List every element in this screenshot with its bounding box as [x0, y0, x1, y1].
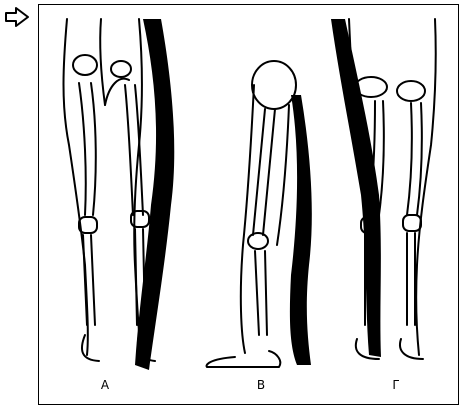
figure-label-g: Г: [392, 378, 399, 392]
figure-g-rear-view: [331, 19, 436, 359]
figure-b-side-view: [207, 61, 312, 367]
illustration-frame: А В Г: [38, 4, 459, 405]
figure-a-front-view: [64, 19, 175, 370]
legs-illustration: [39, 5, 458, 404]
arrow-right-icon: [4, 6, 30, 28]
figure-label-b: В: [257, 378, 265, 392]
figure-label-a: А: [101, 378, 109, 392]
